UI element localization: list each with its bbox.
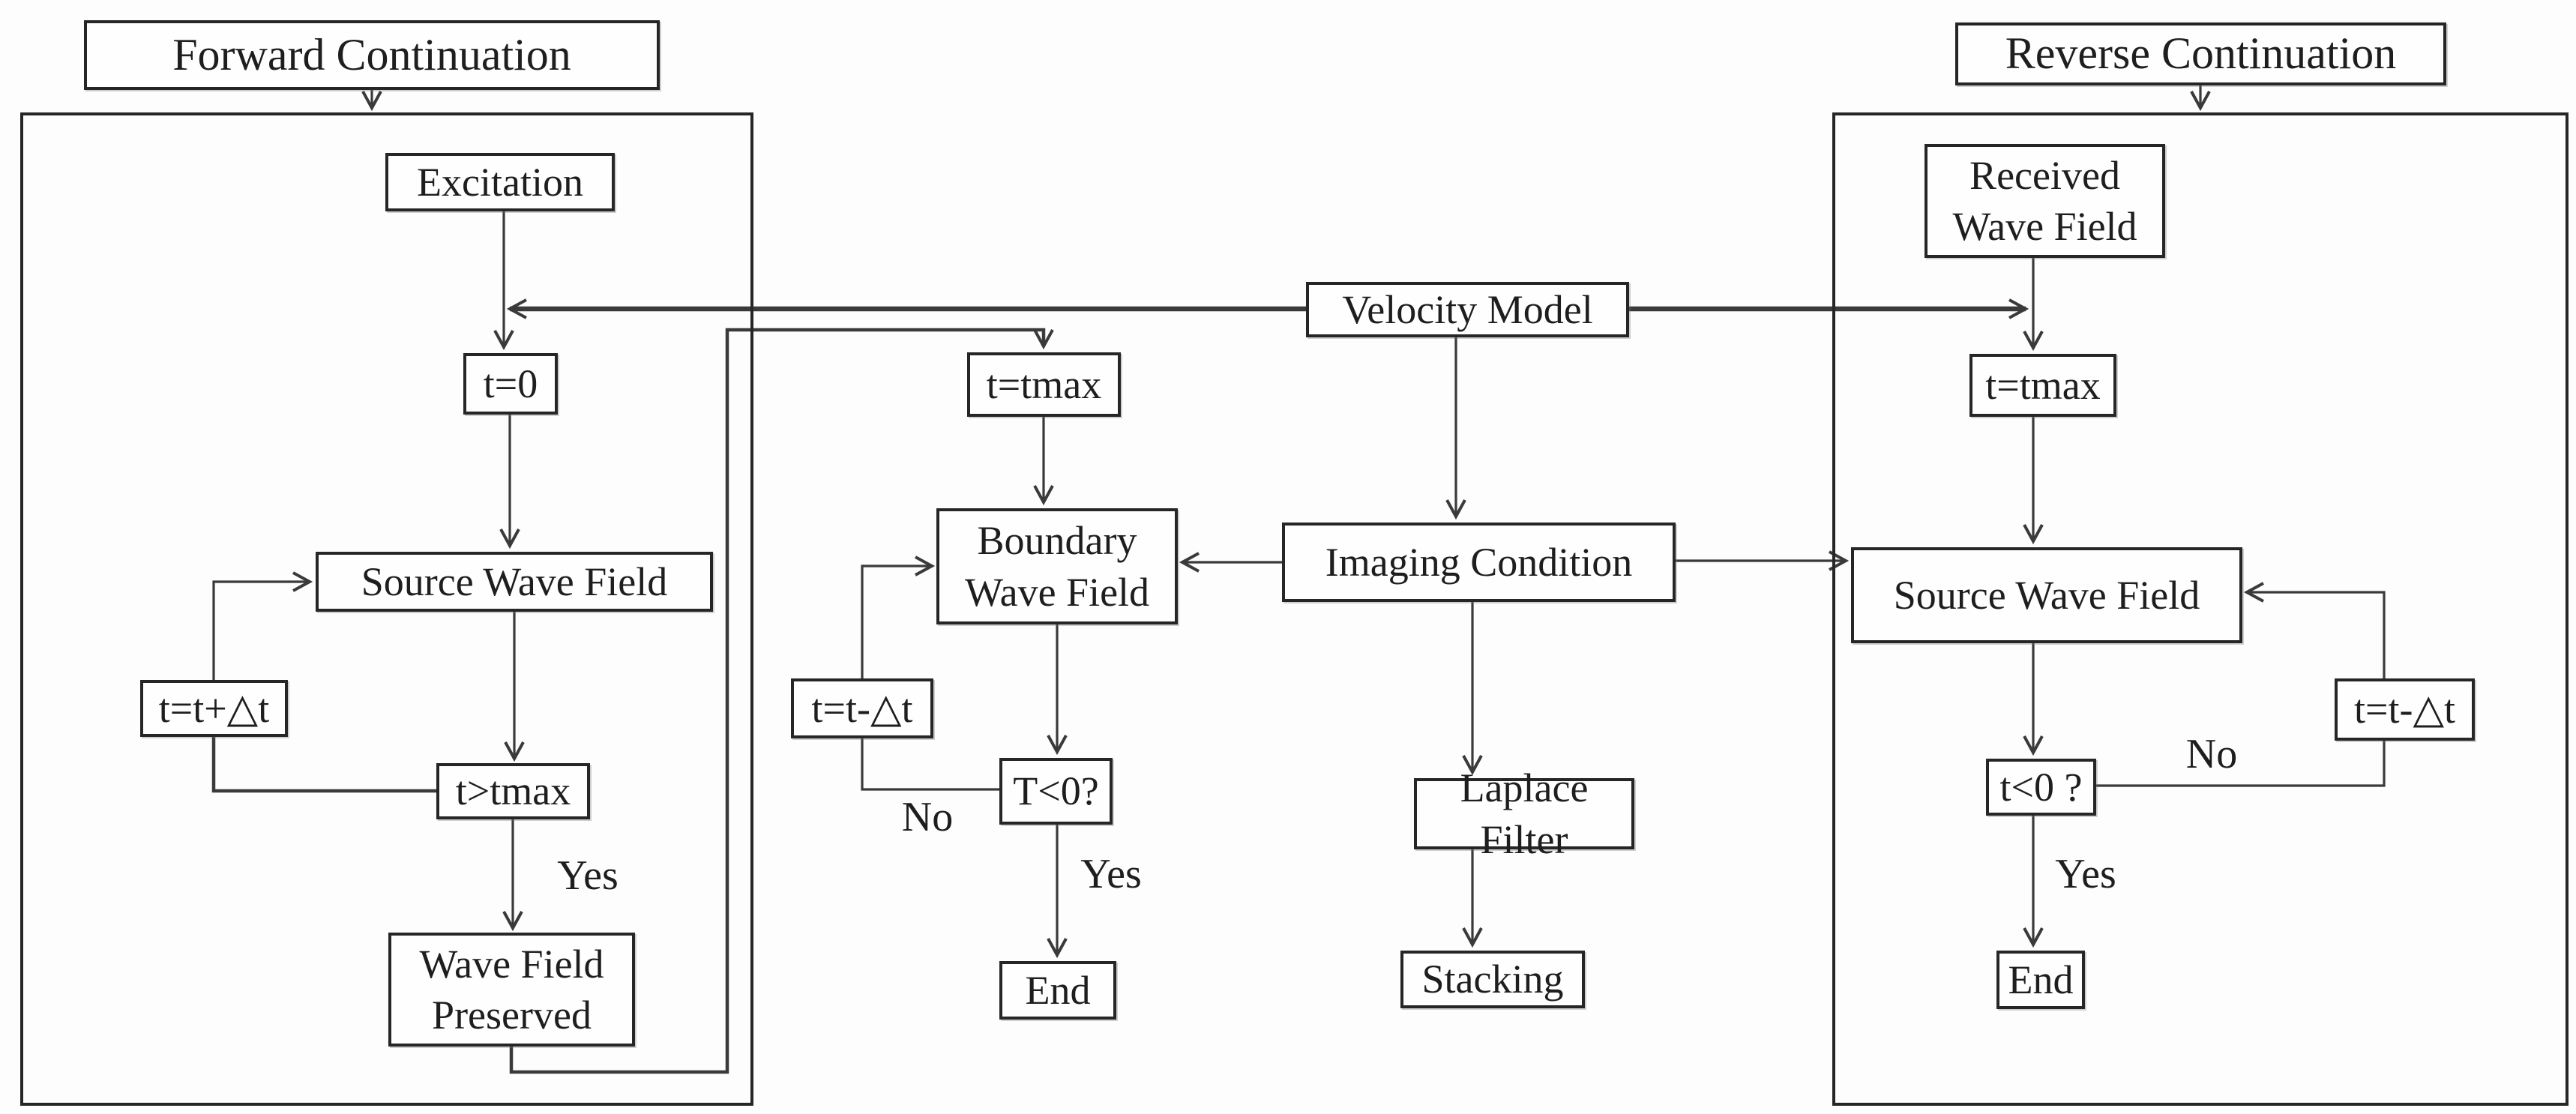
received-wave-field-node: Received Wave Field bbox=[1925, 144, 2165, 258]
boundary-wave-field-node: Boundary Wave Field bbox=[936, 508, 1178, 624]
edge-t-lt-zero-to-t-decrement-mid bbox=[861, 737, 999, 791]
no-label-middle: No bbox=[901, 794, 954, 840]
yes-label-middle: Yes bbox=[1080, 851, 1142, 897]
forward-continuation-panel bbox=[20, 112, 753, 1106]
stacking-node: Stacking bbox=[1400, 951, 1585, 1008]
forward-continuation-title: Forward Continuation bbox=[84, 20, 660, 90]
edge-wfp-to-mid-t-tmax bbox=[509, 328, 1054, 1074]
t-gt-tmax-node: t>tmax bbox=[436, 763, 590, 819]
wave-field-preserved-node: Wave Field Preserved bbox=[388, 933, 635, 1047]
t-decrement-node-right: t=t-△t bbox=[2335, 678, 2475, 741]
edge-t-gt-tmax-to-t-increment bbox=[211, 735, 436, 793]
t-increment-node: t=t+△t bbox=[140, 680, 288, 737]
edge-t-increment-to-swf bbox=[212, 571, 313, 680]
t-lt-zero-node-middle: T<0? bbox=[999, 758, 1113, 825]
imaging-condition-node: Imaging Condition bbox=[1282, 523, 1676, 602]
t-lt-zero-node-right: t<0 ? bbox=[1986, 759, 2096, 816]
edge-t-decrement-to-bwf bbox=[861, 556, 936, 678]
t-decrement-node-middle: t=t-△t bbox=[791, 678, 933, 738]
end-node-right: End bbox=[1996, 951, 2085, 1009]
end-node-middle: End bbox=[999, 961, 1116, 1020]
laplace-filter-node: Laplace Filter bbox=[1414, 765, 1634, 862]
source-wave-field-node-right: Source Wave Field bbox=[1851, 547, 2242, 643]
edge-right-t-decrement-to-swf bbox=[2243, 582, 2386, 678]
t-zero-node: t=0 bbox=[463, 353, 558, 415]
reverse-continuation-panel bbox=[1832, 112, 2569, 1106]
yes-label-right: Yes bbox=[2055, 851, 2116, 897]
yes-label-left: Yes bbox=[557, 852, 619, 899]
excitation-node: Excitation bbox=[385, 153, 615, 211]
velocity-model-node: Velocity Model bbox=[1306, 282, 1629, 337]
edge-right-t-lt-zero-to-t-decrement bbox=[2096, 740, 2386, 787]
no-label-right: No bbox=[2185, 731, 2238, 777]
reverse-continuation-title: Reverse Continuation bbox=[1955, 22, 2446, 85]
t-tmax-node-middle: t=tmax bbox=[967, 352, 1121, 417]
t-tmax-node-right: t=tmax bbox=[1969, 354, 2116, 417]
source-wave-field-node-left: Source Wave Field bbox=[316, 552, 713, 612]
